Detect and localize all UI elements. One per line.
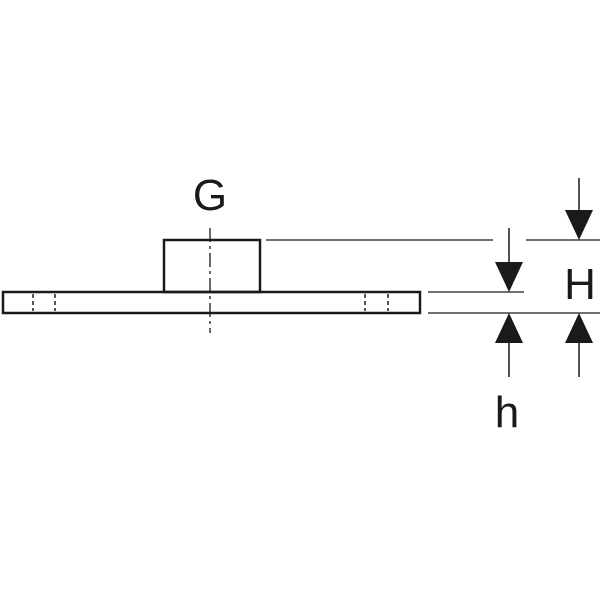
h-arrow-bottom-head — [495, 313, 523, 343]
H-arrow-bottom-head — [565, 313, 593, 343]
base-plate — [1, 290, 422, 315]
label-plate-thickness-h: h — [495, 388, 519, 437]
threaded-socket — [162, 238, 262, 294]
label-thread-G: G — [193, 171, 227, 220]
h-arrow-top-head — [495, 262, 523, 292]
label-total-height-H: H — [564, 260, 596, 309]
H-arrow-top-head — [565, 210, 593, 240]
